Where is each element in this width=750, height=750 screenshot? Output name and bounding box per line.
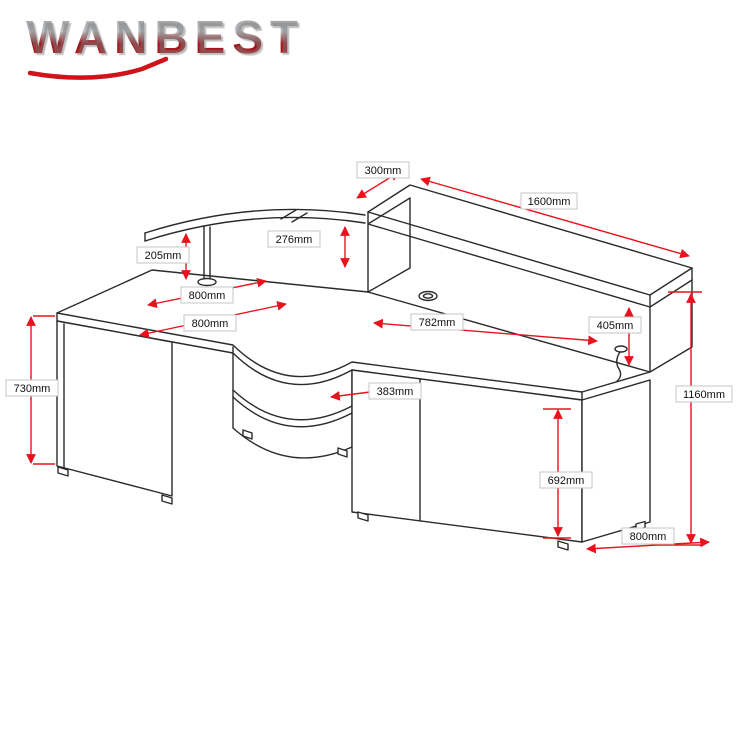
dimension-label-text: 692mm (548, 475, 585, 487)
dimension-label-text: 1600mm (528, 196, 571, 208)
dimension-right-desk-depth: 800mm (586, 527, 710, 554)
desk-feet (57, 429, 646, 551)
dimension-hutch-riser-height: 405mm (588, 307, 642, 366)
dimension-left-desk-height: 730mm (5, 315, 59, 465)
dimension-label-box (356, 161, 410, 179)
dimension-counter-top-length: 1600mm (420, 176, 690, 259)
dimension-label-text: 800mm (189, 290, 226, 302)
dimension-shelf-post-height: 205mm (136, 233, 191, 280)
dimension-right-desk-top-width: 782mm (373, 313, 598, 346)
dimension-label-box (539, 471, 593, 489)
brand-logo: WANBEST (26, 12, 336, 80)
dimension-label-text: 405mm (597, 320, 634, 332)
dimension-label-text: 800mm (630, 531, 667, 543)
dimension-label-text: 205mm (145, 250, 182, 262)
dimension-label-box (621, 527, 675, 545)
dimension-label-text: 800mm (192, 318, 229, 330)
brand-logo-text: WANBEST (26, 12, 336, 63)
dimension-leader-line (330, 391, 371, 401)
dimension-label-box (136, 246, 190, 264)
dimension-label-box (675, 385, 733, 403)
dimension-overall-height: 1160mm (656, 291, 733, 546)
dimension-label-box (368, 382, 422, 400)
dimension-label-box (5, 379, 59, 397)
dimension-left-desk-depth: 800mm (147, 277, 267, 309)
dimension-label-box (410, 313, 464, 331)
left-desk-front-panel (56, 320, 173, 497)
dimension-left-desk-width: 800mm (139, 301, 287, 338)
dimension-label-box (588, 316, 642, 334)
dimension-label-box (520, 192, 578, 210)
logo-swoosh-icon (27, 56, 169, 80)
desk-outline (56, 184, 693, 551)
dimension-label-text: 383mm (377, 386, 414, 398)
dimension-annotations: 300mm 1600mm 276mm 205mm 800mm (5, 161, 733, 554)
dimension-corner-shelf-depth: 383mm (330, 382, 422, 401)
hutch-left-riser (367, 197, 411, 293)
dimension-counter-riser-height: 276mm (267, 226, 350, 268)
right-desk-side-panel (581, 379, 651, 543)
cable-grommet-hole (418, 290, 438, 302)
dimension-label-text: 300mm (365, 165, 402, 177)
dimension-counter-top-depth: 300mm (356, 161, 410, 199)
glass-hatch-marks (280, 209, 308, 223)
dimension-desk-surface-height: 692mm (539, 408, 593, 539)
dimension-label-text: 276mm (276, 234, 313, 246)
dimension-label-text: 782mm (419, 317, 456, 329)
glass-shelf (144, 208, 366, 242)
dimension-arrow-line (586, 537, 710, 554)
dimension-arrow-line (420, 176, 690, 259)
dimension-label-text: 730mm (14, 383, 51, 395)
dimension-label-box (183, 314, 237, 332)
dimension-label-text: 1160mm (683, 389, 725, 401)
dimension-label-box (267, 230, 321, 248)
